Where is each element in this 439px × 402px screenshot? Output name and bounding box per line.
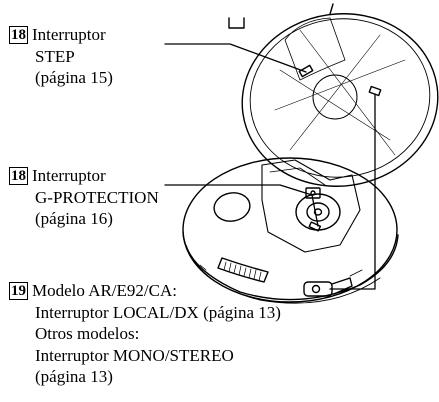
jog-lever xyxy=(217,257,269,283)
callout-text: (página 16) xyxy=(35,209,113,228)
callout-text: G-PROTECTION xyxy=(35,187,159,207)
hold-switch xyxy=(303,277,353,297)
callout-text: STEP xyxy=(35,46,75,66)
callout-text: (página 15) xyxy=(35,68,113,87)
callout-number-badge: 18 xyxy=(9,167,28,185)
leader-step xyxy=(164,43,307,73)
callout-text: Interruptor MONO/STEREO xyxy=(35,345,234,365)
callout-text: Interruptor xyxy=(32,166,106,185)
leader-g-protection xyxy=(164,184,319,227)
callout-text: (página 13) xyxy=(35,367,113,386)
callout-number-badge: 19 xyxy=(9,282,28,300)
callout-text: Interruptor LOCAL/DX (página 13) xyxy=(35,302,281,322)
callout-text: Otros modelos: xyxy=(35,324,140,343)
player-lid xyxy=(228,3,439,187)
leader-local-dx xyxy=(329,93,376,290)
leader-lines xyxy=(164,43,376,290)
callout-text: Modelo AR/E92/CA: xyxy=(32,281,177,300)
callout-text: Interruptor xyxy=(32,25,106,44)
callout-number-badge: 18 xyxy=(9,26,28,44)
